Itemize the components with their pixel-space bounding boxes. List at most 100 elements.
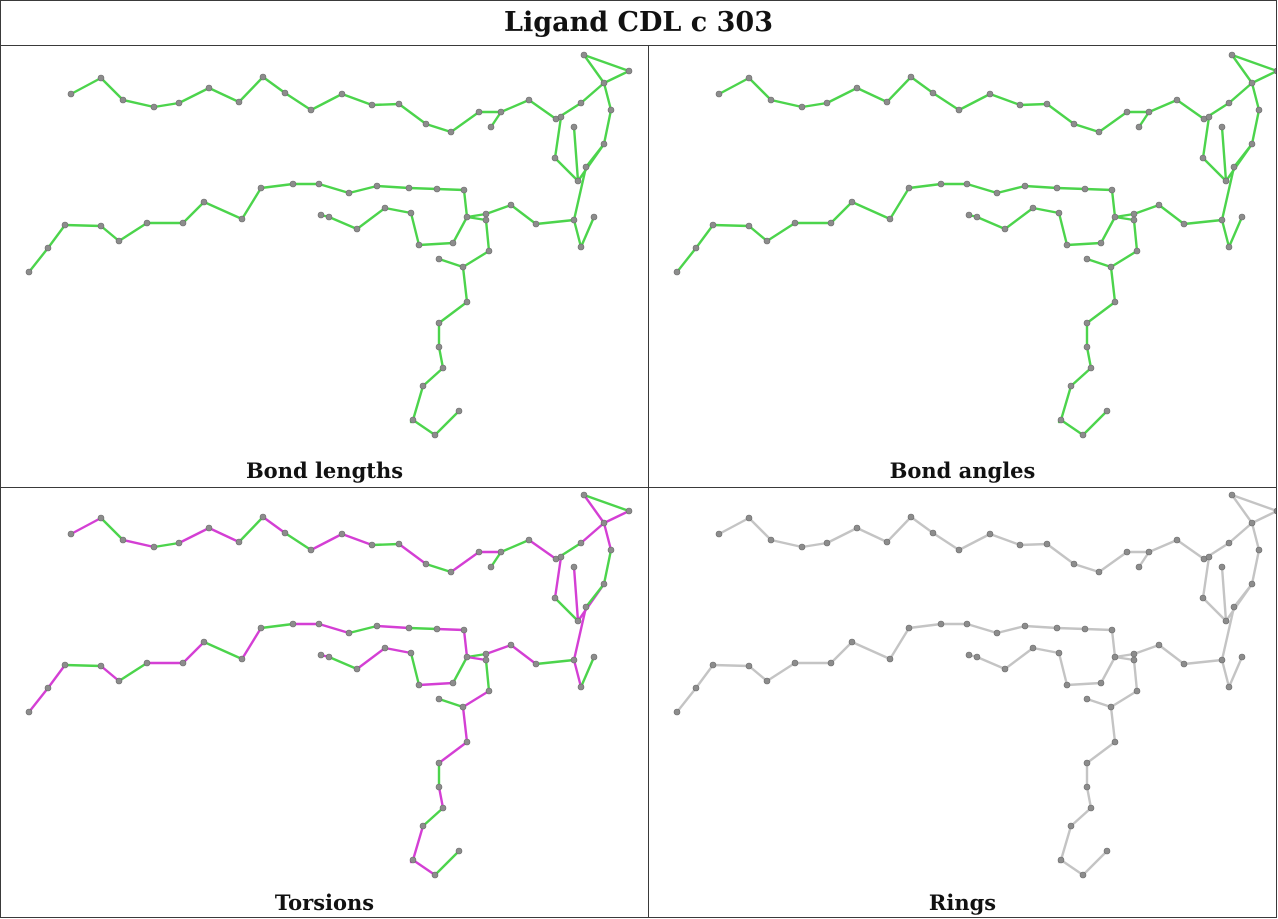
bond [1157,643,1186,666]
bond [582,53,631,73]
atom [143,659,151,667]
bond [888,186,911,221]
atom [1180,220,1188,228]
atom [487,123,495,131]
bond [975,215,1007,231]
bond [800,101,829,109]
atom [1248,79,1256,87]
caption-bond-lengths: Bond lengths [245,458,404,483]
atom [1063,241,1071,249]
atom [419,822,427,830]
bond [451,655,469,685]
bond [572,125,580,183]
atom [317,651,325,659]
atom [886,655,894,663]
atom [937,180,945,188]
bond [46,663,67,690]
atom [745,74,753,82]
bond [995,184,1027,195]
bond [340,532,374,547]
bond [261,515,287,535]
atom [1135,563,1143,571]
bond [1201,115,1211,160]
bond [484,218,491,253]
atom [175,539,183,547]
bond [602,548,613,586]
atom [1130,656,1138,664]
atom [823,99,831,107]
atom [1218,656,1226,664]
bond [1157,203,1186,226]
atom [459,263,467,271]
atom [447,568,455,576]
atom [963,180,971,188]
bond [582,53,606,85]
atom [415,681,423,689]
atom [381,644,389,652]
atom [422,560,430,568]
atom [1180,660,1188,668]
bond [69,516,103,536]
bond [1045,542,1076,566]
bond [885,75,913,104]
atom [497,548,505,556]
bond [1201,555,1211,600]
atom [373,182,381,190]
bond [317,182,351,195]
bond [975,655,1007,671]
atom [1228,491,1236,499]
caption-rings: Rings [928,890,997,915]
bond [1182,658,1224,666]
atom [763,237,771,245]
atom [692,684,700,692]
atom [1218,123,1226,131]
atom [580,491,588,499]
atom [1222,617,1230,625]
bond [177,526,211,545]
bond [1055,186,1087,191]
bond [885,515,913,544]
atom [119,536,127,544]
bond [1099,655,1117,685]
atom [61,221,69,229]
atom [482,216,490,224]
atom [886,215,894,223]
bond [694,223,715,250]
atom [715,90,723,98]
bond [411,824,425,862]
bond [850,640,892,661]
atom [551,594,559,602]
bond [383,646,413,655]
atom [791,219,799,227]
atom [1083,319,1091,327]
bond [572,658,583,689]
bond [1220,125,1228,183]
atom [883,98,891,106]
bond [1031,206,1061,215]
bond [717,516,751,536]
atom [405,184,413,192]
bond [117,221,149,243]
atom [551,154,559,162]
atom [259,513,267,521]
bond [1083,187,1114,192]
bond [527,98,558,121]
atom [200,198,208,206]
bond [237,515,265,544]
bond [1201,596,1228,623]
atom [67,530,75,538]
bond [1085,300,1117,325]
atom [205,84,213,92]
atom [1248,519,1256,527]
figure-title: Ligand CDL c 303 [0,0,1277,46]
atom [200,638,208,646]
bond [63,663,103,668]
bond [261,75,287,95]
bond [355,206,387,231]
atom [97,662,105,670]
bond [202,200,244,221]
atom [460,626,468,634]
atom [600,580,608,588]
atom [238,215,246,223]
